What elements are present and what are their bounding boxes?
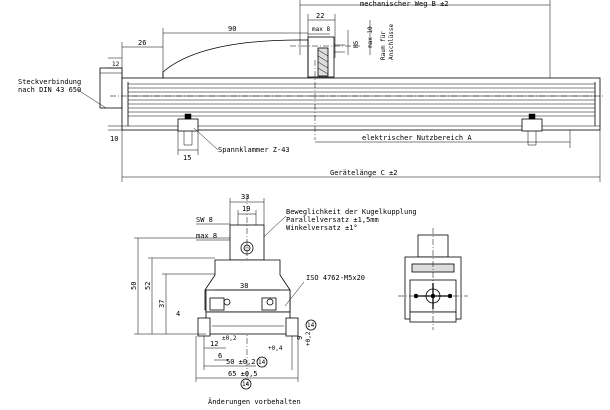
label-spannklammer: Spannklammer Z-43 [218,146,290,154]
label-max10: max 10 [367,26,374,48]
dims-vertical-left: 50 52 37 4 [130,237,230,335]
label-19: 19 [242,205,250,213]
dim-10: 10 [108,125,122,143]
label-steckverbindung-2: nach DIN 43 650 [18,86,81,94]
label-max8-top: max 8 [312,26,330,33]
label-52: 52 [144,282,152,290]
label-12-top: 12 [112,61,120,68]
label-elektrischer: elektrischer Nutzbereich A [362,134,472,142]
label-mechanischer-weg: mechanischer Weg B ±2 [360,0,449,8]
label-90: 90 [228,25,236,33]
svg-text:14: 14 [307,322,315,329]
label-plus04: +0,4 [268,345,283,352]
label-10: 10 [110,135,118,143]
dim-mechanischer-weg: mechanischer Weg B ±2 [299,0,551,80]
label-4: 4 [176,310,180,318]
coupling-front [229,195,265,385]
label-26: 26 [138,39,146,47]
slider-cover [162,39,309,78]
svg-text:14: 14 [242,381,250,388]
dim-33: 33 [229,193,265,225]
clamp-left [177,113,199,146]
label-max8-bottom: max 8 [196,232,217,240]
label-6: 6 [218,352,222,360]
side-view [398,228,468,330]
label-m5-top: M5 [353,40,360,48]
label-beweglichkeit-2: Parallelversatz ±1,5mm [286,216,379,224]
callout-spannklammer: Spannklammer Z-43 [193,127,290,154]
label-beweglichkeit-1: Beweglichkeit der Kugelkupplung [286,208,417,216]
label-12-pm: ±0,2 [222,335,237,342]
callout-beweglichkeit: Beweglichkeit der Kugelkupplung Parallel… [251,208,417,249]
dim-26: 26 [121,39,163,78]
label-steckverbindung-1: Steckverbindung [18,78,81,86]
label-50-vert: 50 [130,282,138,290]
dim-90: 90 [162,25,308,78]
dim-geraetelaenge: Gerätelänge C ±2 [121,130,601,182]
circle-14-a: 14 [305,319,317,331]
dim-65: 65 ±0,5 [195,336,299,382]
label-aenderungen: Änderungen vorbehalten [208,397,301,406]
profile-front [197,311,299,346]
dim-right-of-coupling: M5 max 10 Raum für Anschlüsse [347,20,395,60]
label-38: 38 [240,282,248,290]
label-22: 22 [316,12,324,20]
callout-iso: ISO 4762-M5x20 [284,274,365,307]
label-anschluesse: Anschlüsse [388,23,395,60]
label-12-bottom: 12 [210,340,218,348]
circle-14-c: 14 [240,378,252,390]
label-33: 33 [241,193,249,201]
dim-50-horiz: 50 ±0,2 [203,346,293,370]
label-9: 9 [296,336,304,340]
dims-bottom-small: 12 ±0,2 6 9 +0,2 +0,4 [204,331,312,361]
dim-elektrischer: elektrischer Nutzbereich A [315,130,571,148]
label-iso: ISO 4762-M5x20 [306,274,365,282]
label-geraetelaenge: Gerätelänge C ±2 [330,169,397,177]
label-raum-fuer: Raum für [380,31,387,60]
label-65: 65 ±0,5 [228,370,258,378]
profile-body [110,60,605,140]
circle-14-b: 14 [256,356,268,368]
label-37: 37 [158,300,166,308]
label-plus02: +0,2 [305,331,312,346]
label-beweglichkeit-3: Winkelversatz ±1° [286,224,358,232]
coupling-top [290,36,360,78]
clamp-right [521,113,543,146]
carriage-front: 38 [204,259,291,313]
dim-max8-top: max 8 [308,26,330,35]
label-15: 15 [183,154,191,162]
label-50-horiz: 50 ±0,2 [226,358,256,366]
dim-15: 15 [177,131,199,162]
svg-text:14: 14 [258,359,266,366]
label-sw8: SW 8 [196,216,213,224]
callout-steckverbindung: Steckverbindung nach DIN 43 650 [18,78,107,109]
